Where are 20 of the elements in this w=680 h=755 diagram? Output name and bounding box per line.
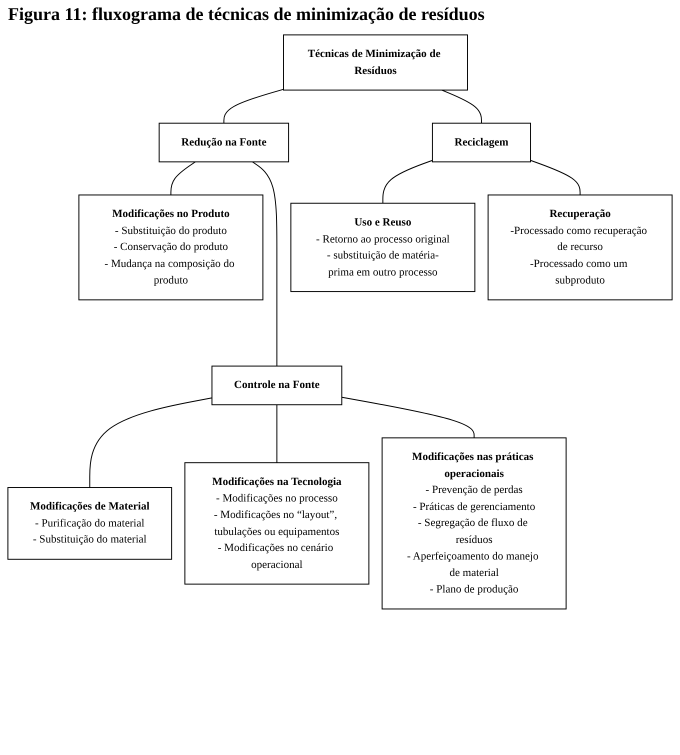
connector — [441, 90, 482, 124]
node-box: Modificações na Tecnologia - Modificações no processo - Modificações no “layout”, tubulações ou equipamentos - Modificações no cenário operacional — [184, 462, 370, 585]
connector — [252, 161, 278, 367]
connector — [341, 396, 475, 438]
connector — [530, 160, 581, 196]
node-box: Reciclagem — [432, 122, 532, 162]
connector — [170, 161, 196, 196]
node-box: Modificações nas práticas operacionais - Prevenção de perdas - Práticas de gerenciamento - Segregação de fluxo de resíduos - Aperfeiçoamento do manejo de material - Plano de produção — [382, 437, 567, 610]
connector — [89, 397, 212, 488]
node-box: Modificações no Produto - Substituição do produto - Conservação do produto - Mudança na composição do produto — [78, 194, 264, 300]
node-box: Técnicas de Minimização de Resíduos — [283, 34, 468, 91]
node-box: Uso e Reuso - Retorno ao processo original - substituição de matéria-prima em outro processo — [290, 202, 476, 292]
node-box: Modificações de Material - Purificação do material - Substituição do material — [7, 487, 172, 560]
connector — [223, 88, 284, 124]
node-box: Recuperação -Processado como recuperação de recurso -Processado como um subproduto — [488, 194, 673, 300]
figure-title: Figura 11: fluxograma de técnicas de minimização de resíduos — [7, 3, 486, 26]
node-box: Controle na Fonte — [211, 366, 342, 406]
node-box: Redução na Fonte — [158, 122, 290, 162]
connector — [276, 404, 278, 464]
connector — [382, 160, 433, 204]
